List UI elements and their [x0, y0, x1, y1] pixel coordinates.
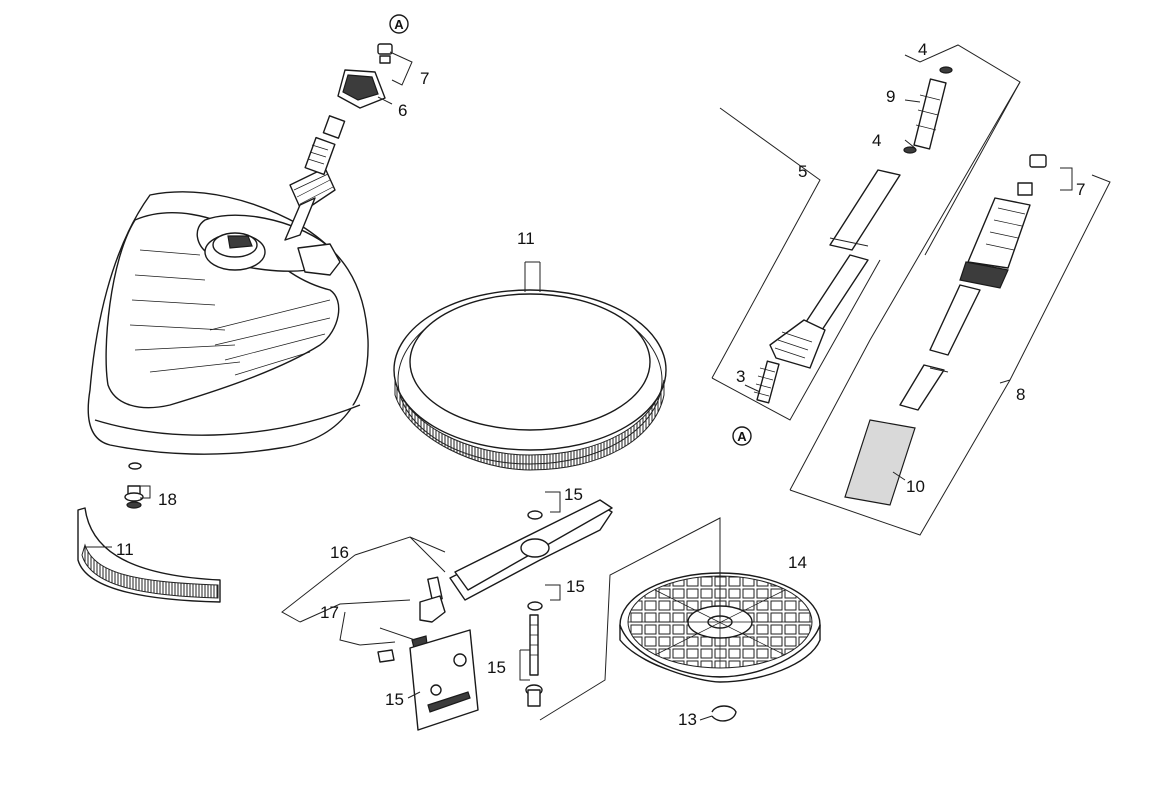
callout-3: 3	[736, 367, 745, 386]
part-6-sleeve	[337, 69, 386, 109]
callout-15-plate: 15	[385, 690, 404, 709]
part-15-nozzle-plate	[409, 629, 479, 731]
callout-8: 8	[1016, 385, 1025, 404]
callout-11-ring: 11	[517, 229, 535, 248]
callout-14: 14	[788, 553, 807, 572]
part-14-base-plate	[619, 572, 821, 683]
callout-7-top-left: 7	[420, 69, 429, 88]
ref-a-top-marker: A	[389, 14, 409, 34]
leader-lines	[85, 44, 1111, 721]
part-10-grip-pad	[844, 419, 916, 506]
part-18-screw	[124, 462, 144, 509]
callout-9: 9	[886, 87, 895, 106]
part-11-brush-ring	[393, 289, 667, 471]
callout-11-strip: 11	[116, 540, 134, 559]
callout-15-lower-washer: 15	[566, 577, 585, 596]
callout-6: 6	[398, 101, 407, 120]
callout-labels: 7 6 11 18 11 15 15 15 15 16 17 14 13 3 5…	[116, 40, 1085, 729]
callout-4-top: 4	[918, 40, 927, 59]
part-13-clip	[711, 705, 737, 722]
callout-7-right: 7	[1076, 180, 1085, 199]
part-11-brush-strip	[77, 507, 221, 603]
ref-a-bottom-marker: A	[732, 426, 752, 446]
callout-10: 10	[906, 477, 925, 496]
callout-15-upper-washer: 15	[564, 485, 583, 504]
part-15-shaft	[525, 614, 543, 707]
callout-17: 17	[320, 603, 339, 622]
callout-16: 16	[330, 543, 349, 562]
part-7-clip	[377, 43, 393, 64]
housing-hood	[87, 191, 369, 455]
part-8-lance-handle	[899, 154, 1047, 411]
callout-13: 13	[678, 710, 697, 729]
ref-a-top-text: A	[394, 17, 404, 32]
callout-15-shaft: 15	[487, 658, 506, 677]
part-9-coupling	[903, 66, 953, 154]
ref-a-bottom-text: A	[737, 429, 747, 444]
callout-18: 18	[158, 490, 177, 509]
housing-connector	[284, 115, 346, 241]
part-5-lance	[753, 169, 901, 404]
callout-4-lower: 4	[872, 131, 881, 150]
callout-5: 5	[798, 162, 807, 181]
